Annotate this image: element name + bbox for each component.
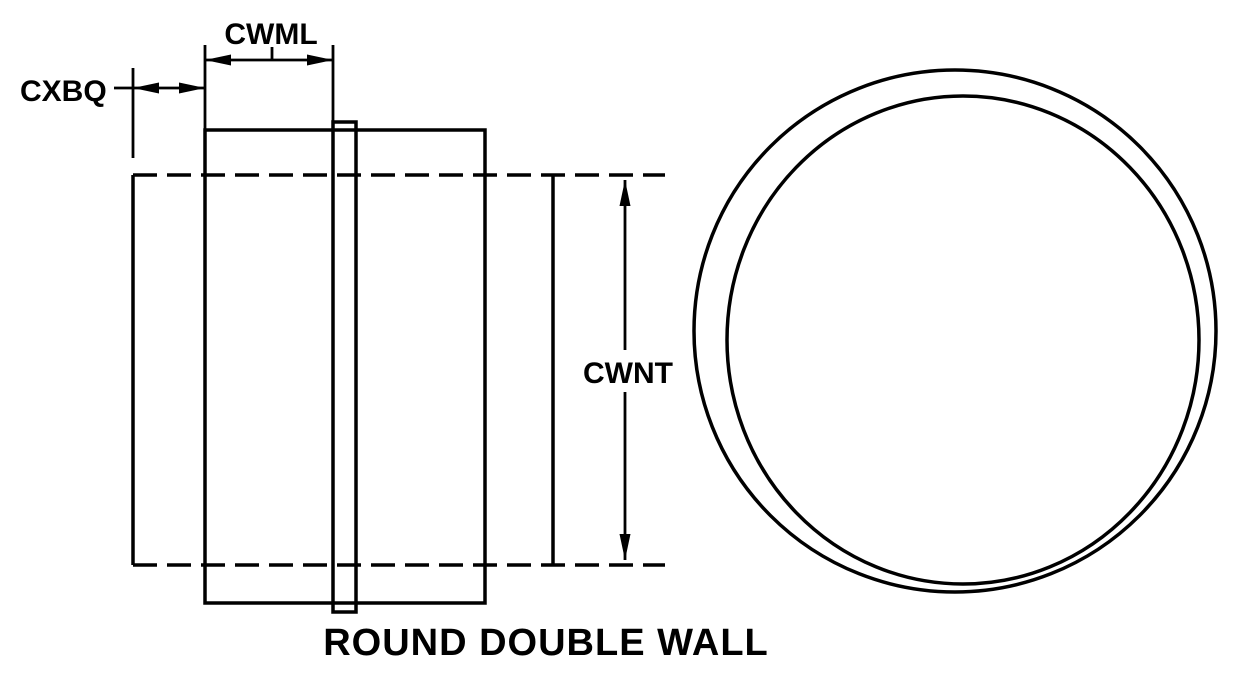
outer-circle bbox=[692, 68, 1218, 594]
cwml-label: CWML bbox=[224, 18, 317, 51]
inner-circle bbox=[725, 94, 1201, 586]
coupling-band bbox=[331, 120, 358, 614]
diagram-caption: ROUND DOUBLE WALL bbox=[323, 622, 769, 664]
side-view bbox=[131, 120, 665, 614]
cwml-dimension: CWML bbox=[203, 18, 335, 129]
front-view bbox=[692, 68, 1218, 594]
inner-sleeve bbox=[203, 128, 487, 605]
cxbq-dimension: CXBQ bbox=[20, 68, 205, 158]
cwnt-label: CWNT bbox=[583, 357, 673, 390]
cwnt-dimension: CWNT bbox=[583, 180, 673, 560]
cxbq-label: CXBQ bbox=[20, 75, 107, 108]
